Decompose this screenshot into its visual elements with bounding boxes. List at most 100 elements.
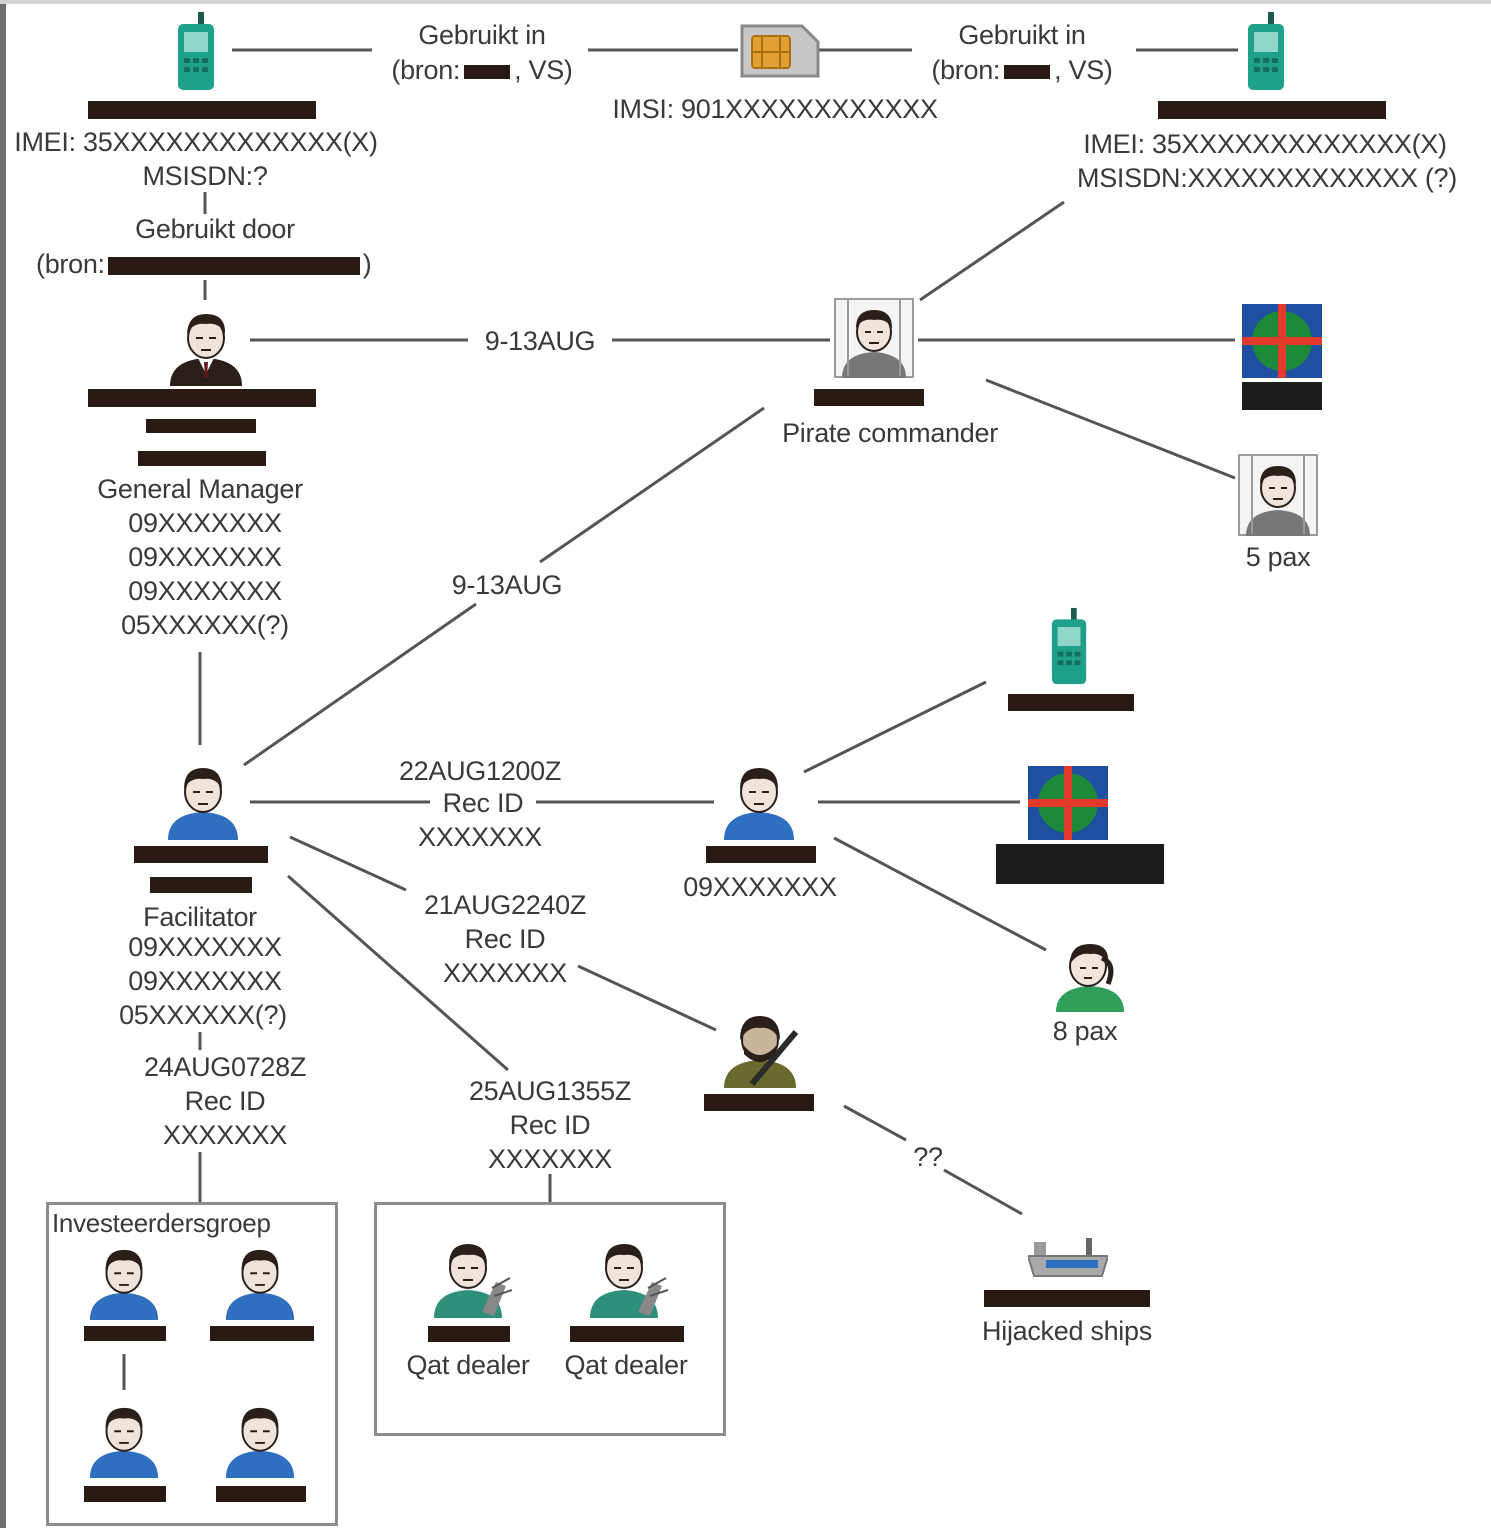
source-right-prefix: (bron: bbox=[931, 55, 1001, 85]
ships-redaction bbox=[984, 1290, 1150, 1307]
link-22aug-value: XXXXXXX bbox=[418, 822, 542, 852]
pirate-commander-title: Pirate commander bbox=[782, 418, 998, 448]
facilitator-redaction-1 bbox=[134, 846, 268, 863]
investor-1-redaction bbox=[84, 1326, 166, 1341]
line-facilitator-to-rec-21aug bbox=[289, 835, 407, 892]
gm-redaction-3 bbox=[138, 451, 266, 466]
qat-dealers-box bbox=[374, 1202, 726, 1436]
investor-1-icon bbox=[89, 1249, 159, 1320]
phone-right-imei: IMEI: 35XXXXXXXXXXXXX(X) bbox=[1083, 129, 1447, 159]
pax-top-label: 5 pax bbox=[1245, 542, 1311, 572]
used-in-right-label: Gebruikt in bbox=[958, 20, 1086, 50]
investor-2-icon bbox=[225, 1249, 295, 1320]
phone-left-icon bbox=[178, 12, 214, 90]
link-24aug-time: 24AUG0728Z bbox=[143, 1052, 307, 1082]
sim-card-icon bbox=[740, 24, 820, 78]
frame-top-edge bbox=[0, 0, 1491, 4]
qat-dealer-2-redaction bbox=[570, 1326, 684, 1342]
link-22aug-time: 22AUG1200Z bbox=[398, 756, 562, 786]
phone-right-icon bbox=[1248, 12, 1284, 90]
gm-number-3: 09XXXXXXX bbox=[128, 576, 282, 606]
link-21aug-value: XXXXXXX bbox=[443, 958, 567, 988]
line-person-to-pax bbox=[833, 836, 1047, 952]
line-facilitator-to-label bbox=[243, 602, 477, 767]
facilitator-redaction-2 bbox=[150, 877, 252, 893]
imsi-label: IMSI: 901XXXXXXXXXXXX bbox=[612, 94, 938, 124]
qat-dealer-1-redaction bbox=[428, 1326, 510, 1342]
link-25aug-value: XXXXXXX bbox=[488, 1144, 612, 1174]
armed-pirate-redaction bbox=[704, 1094, 814, 1111]
gm-number-1: 09XXXXXXX bbox=[128, 508, 282, 538]
link-25aug-time: 25AUG1355Z bbox=[468, 1076, 632, 1106]
facilitator-icon bbox=[168, 768, 238, 840]
ships-label: Hijacked ships bbox=[982, 1316, 1152, 1346]
map-top-icon bbox=[1242, 304, 1322, 378]
line-facilitator-to-rec-25aug bbox=[287, 874, 509, 1072]
investor-3-icon bbox=[89, 1407, 159, 1478]
investor-4-redaction bbox=[216, 1486, 306, 1502]
qat-dealer-2-label: Qat dealer bbox=[564, 1350, 688, 1380]
facilitator-pirate-link-label: 9-13AUG bbox=[451, 570, 563, 600]
unknown-link-label: ?? bbox=[913, 1142, 943, 1172]
used-in-left-label: Gebruikt in bbox=[418, 20, 546, 50]
map-top-redaction bbox=[1242, 382, 1322, 410]
link-22aug-recid: Rec ID bbox=[442, 788, 524, 818]
gm-redaction-1 bbox=[88, 389, 316, 407]
phone-right-msisdn: MSISDN:XXXXXXXXXXXXX (?) bbox=[1077, 163, 1457, 193]
used-by-source-prefix: (bron: bbox=[36, 249, 105, 279]
middle-person-redaction bbox=[706, 846, 816, 863]
phone-left-imei: IMEI: 35XXXXXXXXXXXXX(X) bbox=[14, 127, 378, 157]
source-left-redaction bbox=[464, 65, 511, 79]
facilitator-number-2: 09XXXXXXX bbox=[128, 966, 282, 996]
ship-icon bbox=[1028, 1238, 1108, 1277]
gm-redaction-2 bbox=[146, 419, 256, 433]
gm-number-2: 09XXXXXXX bbox=[128, 542, 282, 572]
map-middle-redaction bbox=[996, 844, 1164, 884]
qat-dealer-1-icon bbox=[434, 1244, 512, 1318]
middle-person-number: 09XXXXXXX bbox=[683, 872, 837, 902]
gm-title: General Manager bbox=[97, 474, 303, 504]
used-by-label: Gebruikt door bbox=[135, 214, 295, 244]
line-pirate-to-pax bbox=[985, 378, 1236, 480]
source-left: (bron: , VS) bbox=[372, 53, 592, 87]
frame-left-edge bbox=[0, 0, 6, 1528]
gm-pirate-link-label: 9-13AUG bbox=[484, 326, 596, 356]
phone-right-redaction bbox=[1158, 101, 1386, 119]
qat-dealer-2-icon bbox=[590, 1244, 668, 1318]
source-right-redaction bbox=[1004, 65, 1051, 79]
armed-pirate-icon bbox=[724, 1016, 798, 1088]
line-phone-right-to-pirate bbox=[919, 200, 1065, 302]
qat-dealer-1-label: Qat dealer bbox=[406, 1350, 530, 1380]
line-unknown-to-ships bbox=[943, 1168, 1023, 1216]
investors-title: Investeerdersgroep bbox=[52, 1208, 271, 1238]
source-left-prefix: (bron: bbox=[391, 55, 461, 85]
line-label-to-pirate-commander bbox=[539, 406, 765, 564]
phone-left-msisdn: MSISDN:? bbox=[142, 161, 268, 191]
source-right-tail: , VS) bbox=[1054, 55, 1113, 85]
middle-person-icon bbox=[724, 768, 794, 840]
facilitator-title: Facilitator bbox=[143, 902, 257, 932]
used-by-source-tail: ) bbox=[362, 249, 372, 279]
link-21aug-recid: Rec ID bbox=[464, 924, 546, 954]
source-left-tail: , VS) bbox=[514, 55, 573, 85]
used-by-source: (bron:) bbox=[36, 247, 396, 281]
link-25aug-recid: Rec ID bbox=[509, 1110, 591, 1140]
pax-bottom-label: 8 pax bbox=[1052, 1016, 1118, 1046]
gm-number-4: 05XXXXXX(?) bbox=[121, 610, 289, 640]
investors-box bbox=[46, 1202, 338, 1526]
line-person-to-phone bbox=[803, 680, 987, 774]
phone-left-redaction bbox=[88, 101, 316, 119]
facilitator-number-1: 09XXXXXXX bbox=[128, 932, 282, 962]
investor-2-redaction bbox=[210, 1326, 314, 1341]
link-24aug-value: XXXXXXX bbox=[163, 1120, 287, 1150]
phone-middle-redaction bbox=[1008, 694, 1134, 711]
facilitator-number-3: 05XXXXXX(?) bbox=[119, 1000, 287, 1030]
pax-top-icon bbox=[1238, 454, 1318, 536]
link-21aug-time: 21AUG2240Z bbox=[423, 890, 587, 920]
pirate-commander-redaction bbox=[814, 389, 924, 406]
map-middle-icon bbox=[1028, 766, 1108, 840]
link-24aug-recid: Rec ID bbox=[184, 1086, 266, 1116]
line-rec-21aug-to-pirate bbox=[577, 964, 717, 1032]
investor-4-icon bbox=[225, 1407, 295, 1478]
